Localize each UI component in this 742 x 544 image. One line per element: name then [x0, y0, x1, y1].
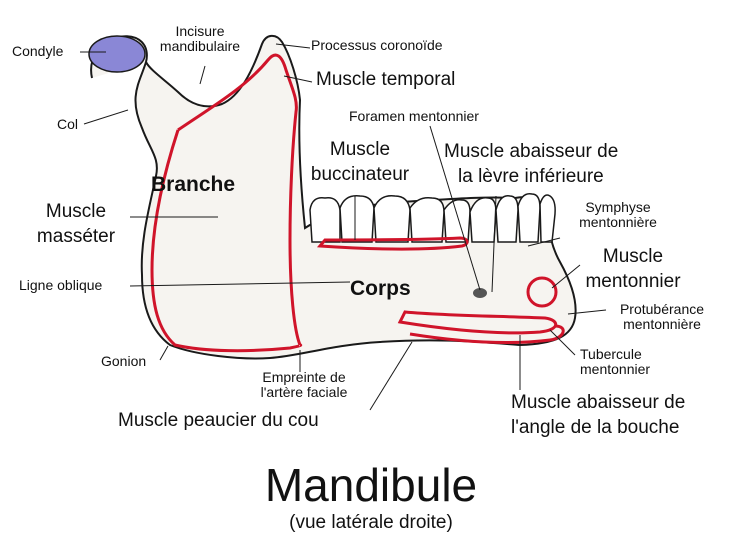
label-mental-tubercle-line2: mentonnier — [580, 360, 651, 377]
muscle-outlines — [150, 53, 565, 353]
label-symphyse-line1: Symphyse — [585, 199, 651, 215]
label-mentalis-line2: mentonnier — [585, 270, 681, 292]
label-incisure-line2: mandibulaire — [159, 37, 241, 54]
mentalis-muscle-outline — [526, 276, 558, 308]
label-depressor-angle: Muscle abaisseur de l'angle de la bouche — [511, 391, 685, 440]
page-subtitle: (vue latérale droite) — [289, 512, 453, 533]
label-buccinator-line2: buccinateur — [310, 163, 410, 185]
label-depressor-angle-line2: l'angle de la bouche — [511, 416, 680, 438]
depressor-lip-outline — [409, 324, 565, 344]
label-depressor-lower-lip-line2: la lèvre inférieure — [458, 165, 604, 187]
depressor-angle-outline — [397, 310, 558, 335]
label-depressor-lower-lip-line1: Muscle abaisseur de — [444, 141, 619, 162]
label-depressor-angle-line1: Muscle abaisseur de — [511, 392, 686, 413]
region-branche: Branche — [151, 173, 236, 196]
region-corps: Corps — [350, 277, 411, 300]
label-buccinator: Muscle buccinateur — [295, 138, 425, 187]
label-protuberance: Protubérance mentonnière — [606, 302, 718, 331]
label-buccinator-line1: Muscle — [329, 139, 391, 160]
label-foramen: Foramen mentonnier — [349, 108, 479, 124]
mandible-bone — [90, 34, 577, 360]
label-incisure: Incisure mandibulaire — [148, 24, 252, 53]
label-col: Col — [57, 116, 79, 132]
temporal-muscle-outline — [177, 53, 302, 346]
label-oblique-line: Ligne oblique — [19, 277, 103, 293]
masseter-muscle-outline — [150, 129, 303, 353]
label-facial-artery-line1: Empreinte de — [262, 369, 346, 385]
buccinator-muscle-outline — [316, 236, 469, 251]
label-masseter: Muscle masséter — [20, 200, 132, 249]
label-depressor-lower-lip: Muscle abaisseur de la lèvre inférieure — [444, 140, 618, 189]
foramen-hole — [473, 288, 487, 298]
label-coronoid-process: Processus coronoïde — [311, 37, 443, 53]
condyle-surface — [88, 35, 146, 73]
label-masseter-line1: Muscle — [45, 201, 107, 222]
label-protuberance-line1: Protubérance — [619, 301, 705, 317]
label-facial-artery-line2: l'artère faciale — [260, 383, 348, 400]
label-gonion: Gonion — [101, 353, 147, 369]
label-platysma: Muscle peaucier du cou — [118, 410, 319, 431]
label-mental-tubercle: Tubercule mentonnier — [580, 347, 650, 376]
label-condyle: Condyle — [12, 43, 64, 59]
label-mentalis-muscle: Muscle mentonnier — [578, 245, 688, 294]
label-mental-tubercle-line1: Tubercule — [580, 346, 642, 362]
label-facial-artery-imprint: Empreinte de l'artère faciale — [244, 370, 364, 399]
label-symphyse: Symphyse mentonnière — [566, 200, 670, 229]
label-protuberance-line2: mentonnière — [623, 315, 701, 332]
label-symphyse-line2: mentonnière — [579, 213, 657, 230]
label-temporal-muscle: Muscle temporal — [316, 69, 456, 90]
label-incisure-line1: Incisure — [175, 23, 225, 39]
label-masseter-line2: masséter — [36, 225, 116, 247]
label-mentalis-line1: Muscle — [602, 246, 664, 267]
leader-lines — [80, 43, 607, 411]
page-title: Mandibule — [264, 459, 478, 511]
teeth — [309, 193, 556, 243]
